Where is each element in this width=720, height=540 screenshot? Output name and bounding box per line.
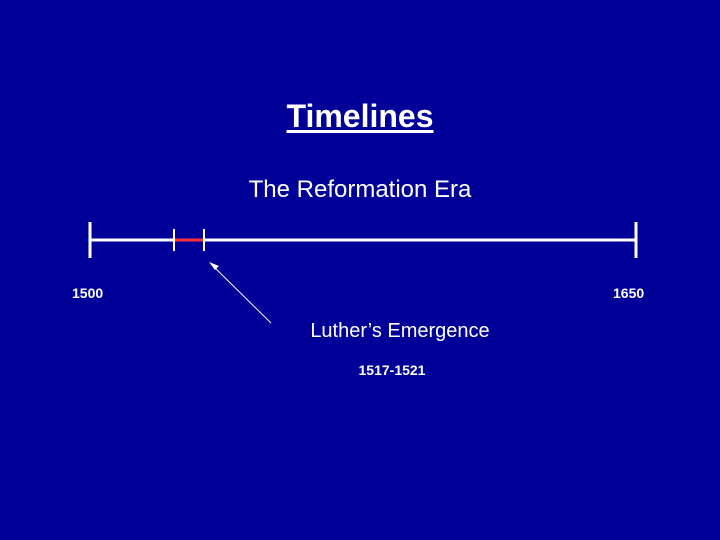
timeline-end-label: 1650 <box>613 285 645 301</box>
slide-title: Timelines <box>286 98 434 134</box>
event-label: Luther’s Emergence <box>310 320 490 342</box>
arrow-pointer-icon <box>209 262 272 324</box>
slide-subtitle: The Reformation Era <box>248 176 472 203</box>
event-years: 1517-1521 <box>358 362 426 378</box>
timeline-start-label: 1500 <box>72 285 104 301</box>
